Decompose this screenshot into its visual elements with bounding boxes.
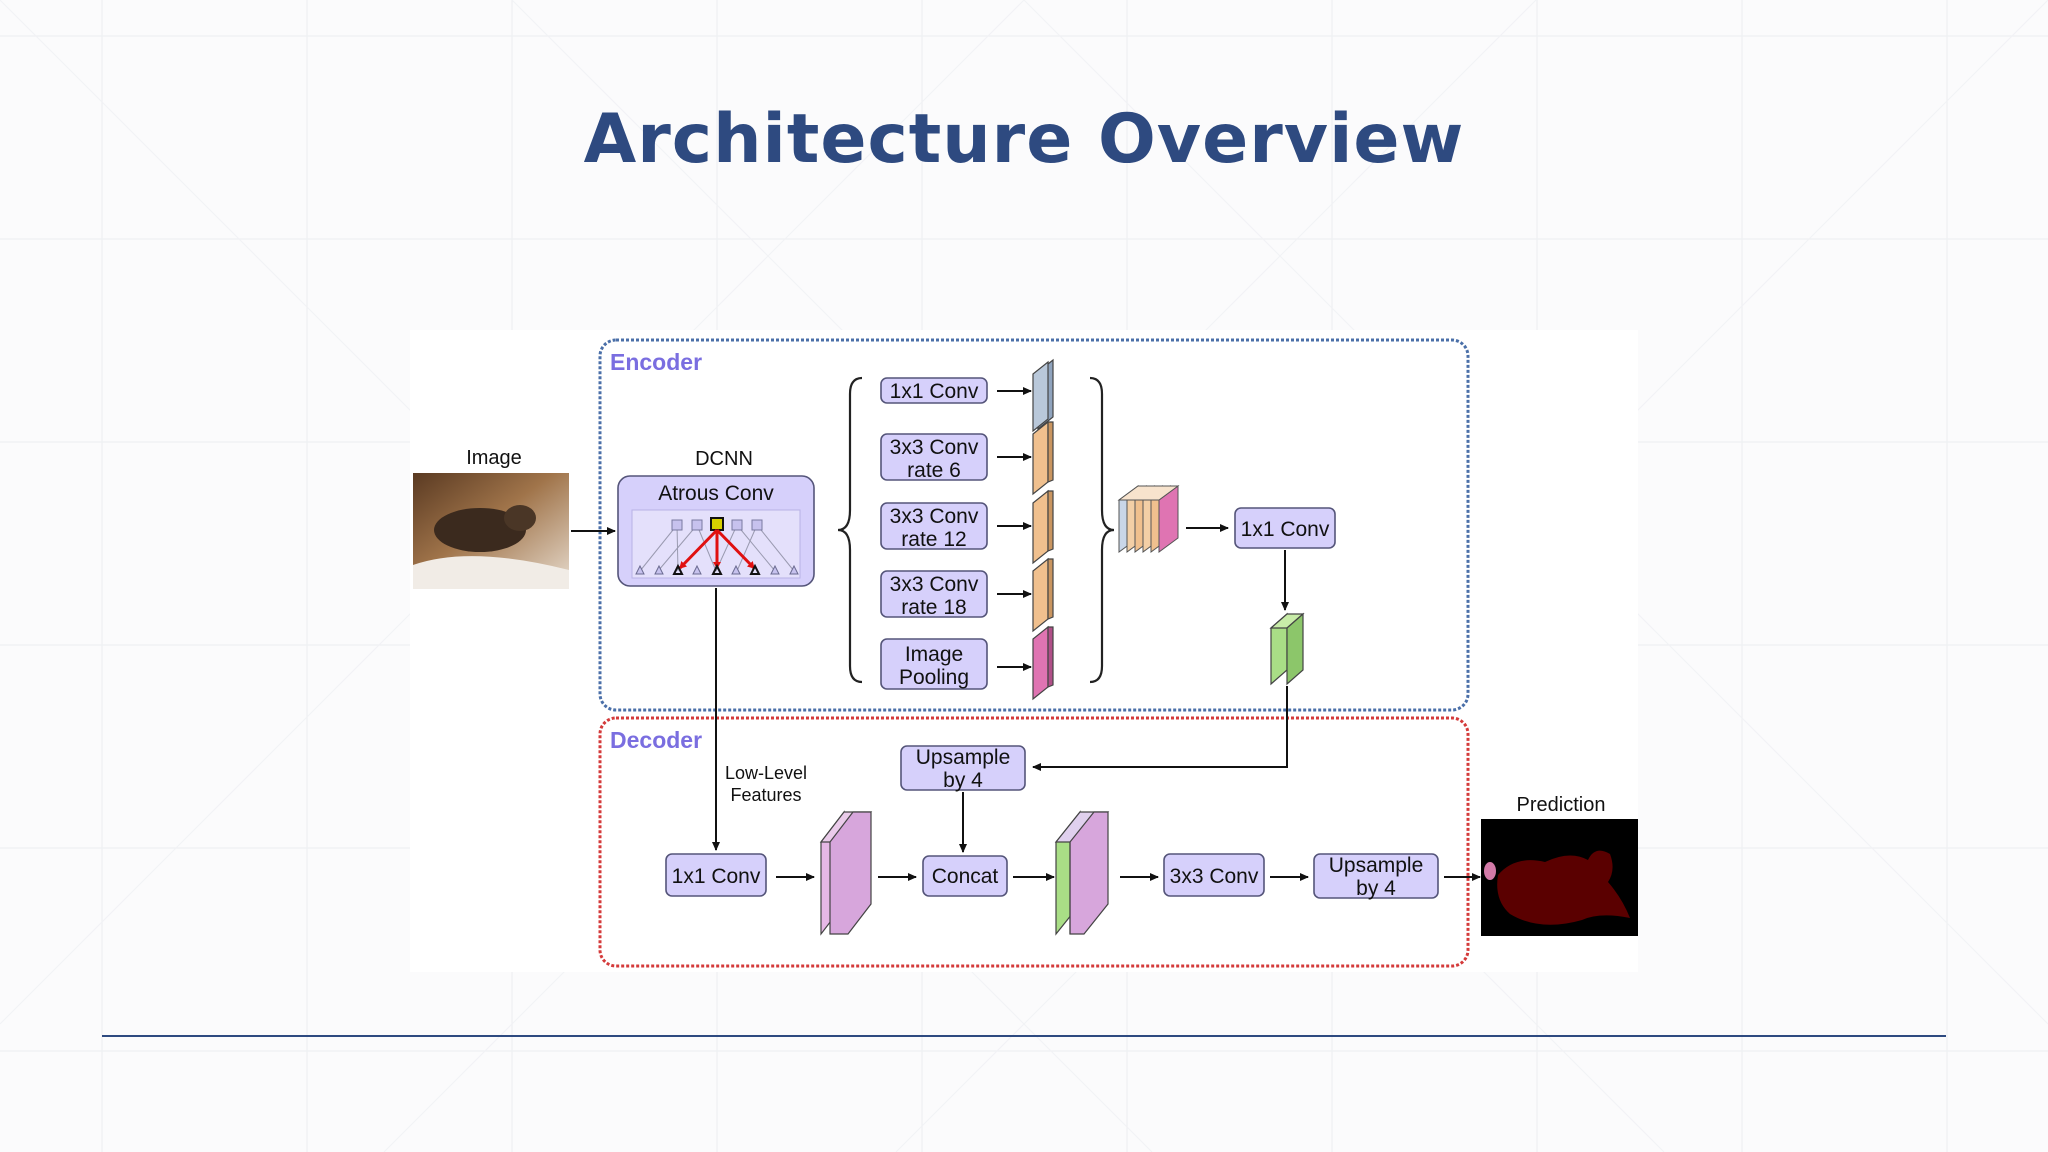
prediction-label: Prediction (1517, 794, 1606, 816)
decoder-1x1-conv-label: 1x1 Conv (672, 865, 761, 888)
input-image-label: Image (466, 447, 522, 469)
concat-box (922, 855, 1008, 897)
architecture-diagram: Encoder Decoder Image DCNN Atrous Conv (410, 330, 1638, 972)
aspp-branch-1-label: 1x1 Conv (890, 380, 979, 403)
aspp-branch-3-line2: rate 12 (901, 528, 966, 551)
aspp-feature-map-orange-3 (1032, 557, 1054, 633)
decoder-upsample-top-line2: by 4 (943, 769, 983, 792)
decoder-region (598, 716, 1470, 968)
decoder-low-level-feature-map (819, 810, 873, 936)
dcnn-label: DCNN (695, 448, 753, 470)
aspp-branch-1x1-conv (880, 377, 988, 404)
aspp-branch-arrows (997, 387, 1032, 671)
slide-title: Architecture Overview (583, 100, 1465, 179)
aspp-branch-3-line1: 3x3 Conv (890, 505, 979, 528)
aspp-concat-stack (1117, 485, 1180, 553)
aspp-branch-2-line1: 3x3 Conv (890, 436, 979, 459)
aspp-branch-5-line2: Pooling (899, 666, 969, 689)
decoder-upsample-out-line1: Upsample (1329, 854, 1424, 877)
encoder-label: Encoder (610, 349, 702, 375)
decoder-1x1-conv-box (665, 853, 767, 897)
encoder-1x1-conv-box (1234, 507, 1336, 549)
decoder-label: Decoder (610, 727, 702, 753)
footer-divider (102, 1035, 1946, 1037)
low-level-line2: Features (730, 785, 801, 805)
aspp-branch-4-line2: rate 18 (901, 596, 966, 619)
atrous-conv-label: Atrous Conv (658, 482, 774, 505)
aspp-right-brace (1089, 376, 1115, 684)
aspp-feature-map-pink (1032, 625, 1054, 701)
decoder-upsample-top-line1: Upsample (916, 746, 1011, 769)
decoder-upsample-out-line2: by 4 (1356, 877, 1396, 900)
encoder-to-upsample-arrow (1032, 686, 1288, 771)
encoder-region (598, 338, 1470, 712)
aspp-branch-rate18 (880, 570, 988, 618)
decoder-upsample-top-box (900, 745, 1026, 791)
encoder-output-feature-map (1269, 612, 1305, 686)
concat-label: Concat (932, 865, 999, 888)
aspp-branch-2-line2: rate 6 (907, 459, 961, 482)
aspp-branch-rate12 (880, 502, 988, 550)
aspp-left-brace (837, 376, 863, 684)
input-image-thumbnail (413, 473, 569, 589)
low-level-line1: Low-Level (725, 763, 807, 783)
aspp-feature-map-blue (1032, 358, 1054, 433)
aspp-branch-5-line1: Image (905, 643, 963, 666)
decoder-concat-stack (1054, 810, 1110, 936)
aspp-branch-rate6 (880, 433, 988, 481)
encoder-1x1-conv-label: 1x1 Conv (1241, 518, 1330, 541)
aspp-feature-map-orange-1 (1032, 420, 1054, 496)
aspp-branch-image-pooling (880, 638, 988, 690)
prediction-mask-image (1481, 819, 1638, 936)
decoder-3x3-conv-box (1163, 853, 1265, 897)
aspp-feature-map-orange-2 (1032, 489, 1054, 565)
architecture-diagram-svg: Encoder Decoder Image DCNN Atrous Conv (413, 338, 1638, 968)
aspp-branch-4-line1: 3x3 Conv (890, 573, 979, 596)
decoder-3x3-conv-label: 3x3 Conv (1170, 865, 1259, 888)
decoder-upsample-out-box (1313, 853, 1439, 899)
atrous-conv-illustration (631, 509, 801, 579)
